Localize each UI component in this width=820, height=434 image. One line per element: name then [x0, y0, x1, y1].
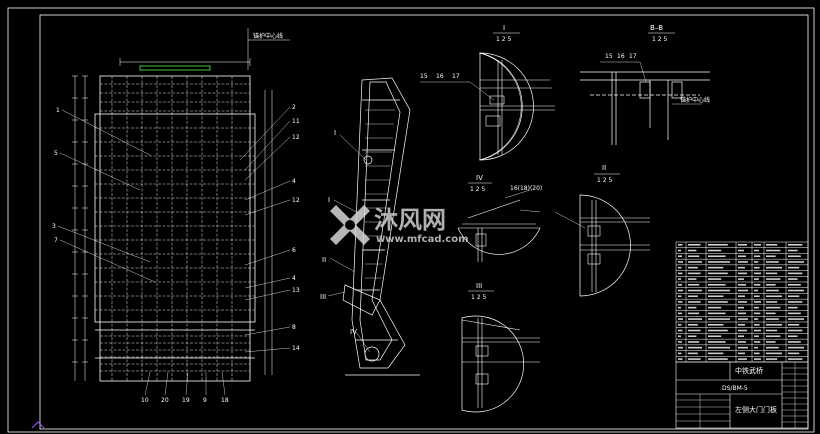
front-callout-r9: 8: [292, 324, 296, 331]
front-callout-r5: 12: [292, 197, 300, 204]
corner-marker: [31, 421, 45, 429]
front-callout-r10: 14: [292, 345, 300, 352]
detail-III-title: III: [476, 282, 482, 290]
detail-IV-scale: 1 2 5: [470, 186, 485, 193]
side-label-IV: IV: [350, 328, 357, 336]
detail-I-view: I 1 2 5 15 16 17: [420, 24, 555, 161]
side-label-I-b: I: [328, 196, 330, 204]
detail-I-title: I: [503, 24, 505, 32]
title-block-drawing-no: DS/BM-5: [722, 385, 748, 392]
top-centerline-note: 锚护中心线: [253, 32, 283, 40]
front-callout-1: 1: [56, 107, 60, 114]
section-bb-title: B–B: [650, 24, 663, 32]
front-callout-b1: 10: [141, 397, 149, 404]
detail-I-callout-16: 16: [436, 73, 444, 80]
watermark-logo-icon: [330, 205, 370, 245]
green-top-bar: [139, 65, 211, 71]
front-callout-r8: 13: [292, 287, 300, 294]
section-bb-callout-16: 16: [617, 53, 625, 60]
front-callout-b2: 20: [161, 397, 169, 404]
section-bb-note: 锚护中心线: [680, 96, 710, 104]
front-callout-r1: 2: [292, 104, 296, 111]
section-bb-callout-15: 15: [605, 53, 613, 60]
front-callout-r3: 12: [292, 134, 300, 141]
title-block-company: 中铁武桥: [735, 366, 763, 375]
detail-III-view: III 1 2 5: [461, 282, 540, 413]
front-callout-r6: 6: [292, 247, 296, 254]
watermark-cn: 沐风网: [374, 206, 446, 234]
side-label-II: II: [322, 256, 326, 264]
front-callout-b5: 18: [221, 397, 229, 404]
parts-list-table: [675, 241, 809, 363]
detail-I-callout-17: 17: [452, 73, 460, 80]
detail-IV-title: IV: [476, 174, 483, 182]
watermark-url: www.mfcad.com: [376, 234, 469, 245]
watermark: 沐风网 www.mfcad.com: [330, 205, 469, 245]
section-bb-callout-17: 17: [629, 53, 637, 60]
section-bb-scale: 1 2 5: [652, 36, 667, 43]
side-label-I-a: I: [334, 129, 336, 137]
front-callout-5: 5: [54, 150, 58, 157]
section-bb-view: B–B 1 2 5 15 16 17 锚护中心线: [580, 24, 710, 145]
side-label-III: III: [320, 293, 326, 301]
front-callout-r2: 11: [292, 118, 300, 125]
detail-II-view: II 1 2 5: [554, 164, 650, 297]
detail-II-title: II: [602, 164, 606, 172]
detail-I-scale: 1 2 5: [496, 36, 511, 43]
front-callout-b4: 9: [203, 397, 207, 404]
drawing-frame: [7, 7, 815, 433]
detail-I-callout-15: 15: [420, 73, 428, 80]
front-callout-7: 7: [54, 237, 58, 244]
title-block: 中铁武桥 DS/BM-5 左侧大门门板: [675, 361, 809, 429]
detail-III-scale: 1 2 5: [471, 294, 486, 301]
front-callout-b3: 19: [182, 397, 190, 404]
front-callout-3: 3: [52, 223, 56, 230]
title-block-title: 左侧大门门板: [735, 405, 777, 414]
detail-II-scale: 1 2 5: [597, 177, 612, 184]
front-callout-r4: 4: [292, 178, 296, 185]
detail-IV-weld-note: 16(18)(20): [510, 185, 542, 192]
front-callout-r7: 4: [292, 275, 296, 282]
front-elevation-view: 锚护中心线 1 5 3 7: [52, 28, 300, 404]
detail-IV-view: IV 1 2 5 16(18)(20): [457, 174, 542, 262]
